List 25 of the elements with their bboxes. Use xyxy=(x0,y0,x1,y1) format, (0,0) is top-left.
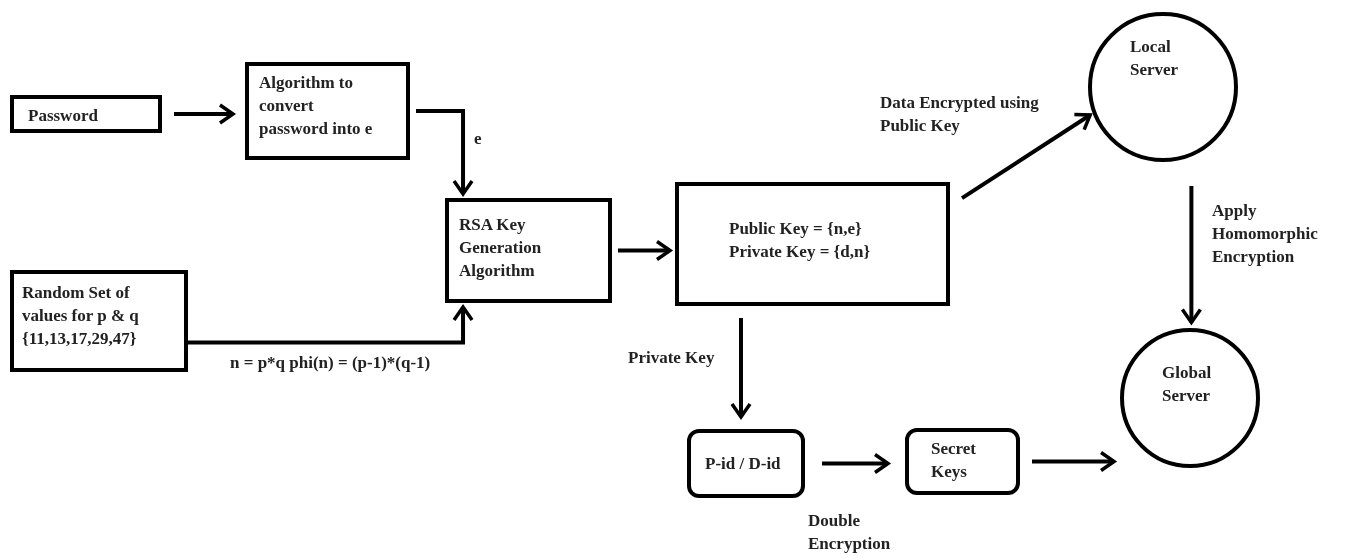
arrow xyxy=(188,305,474,345)
node-text: Password xyxy=(28,105,99,127)
node-text: Random Set of values for p & q {11,13,17,29,47} xyxy=(22,282,140,350)
process-box xyxy=(10,95,162,133)
rounded-box xyxy=(905,428,1020,495)
node-text: Algorithm to convert password into e xyxy=(259,72,374,140)
arrow xyxy=(1032,450,1116,473)
node-text: Secret Keys xyxy=(931,438,977,483)
arrow xyxy=(960,112,1092,200)
arrow xyxy=(730,318,752,419)
process-box xyxy=(675,182,950,306)
process-box xyxy=(10,270,188,372)
node-text: P-id / D-id xyxy=(705,453,782,475)
arrow xyxy=(174,103,235,125)
node-text: RSA Key Generation Algorithm xyxy=(459,214,543,282)
arrow xyxy=(618,239,672,262)
arrow xyxy=(1180,186,1203,325)
node-text: Public Key = {n,e} Private Key = {d,n} xyxy=(729,218,872,263)
node-text: Global Server xyxy=(1162,362,1213,407)
arrow xyxy=(416,109,474,196)
arrow xyxy=(822,452,890,475)
rounded-box xyxy=(687,429,805,498)
node-text: Local Server xyxy=(1130,36,1180,81)
process-box xyxy=(245,62,410,160)
process-box xyxy=(445,198,612,303)
